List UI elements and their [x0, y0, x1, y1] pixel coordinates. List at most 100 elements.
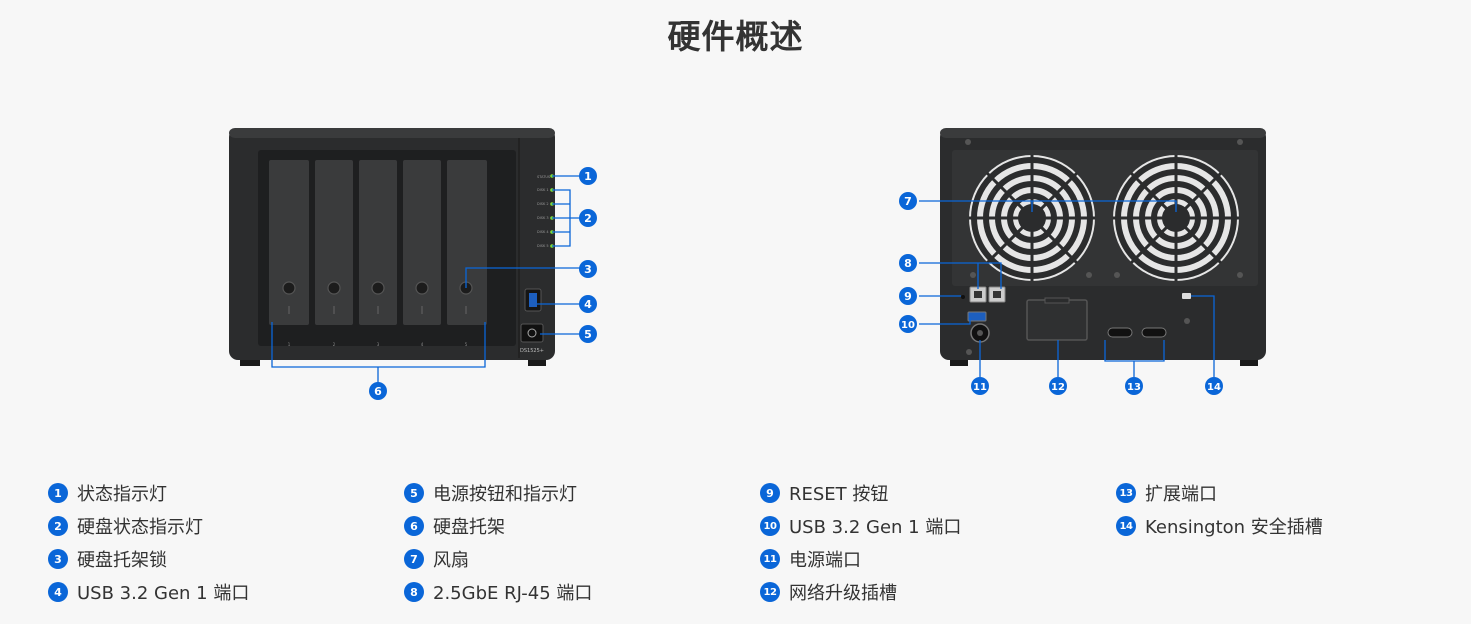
legend-badge: 1 — [48, 483, 68, 503]
expansion-port-1[interactable] — [1107, 327, 1133, 338]
led-label-disk3: DISK 3 — [537, 216, 549, 220]
drive-tray-5[interactable] — [447, 160, 487, 325]
legend-item-2: 2 硬盘状态指示灯 — [48, 515, 404, 538]
drive-tray-4[interactable] — [403, 160, 441, 325]
legend-badge: 2 — [48, 516, 68, 536]
legend-empty — [1116, 548, 1471, 570]
legend-badge: 12 — [760, 582, 780, 602]
tray-lock-1[interactable] — [282, 281, 296, 295]
bay-number-2: 2 — [333, 342, 336, 347]
led-label-disk2: DISK 2 — [537, 202, 549, 206]
svg-text:4: 4 — [584, 298, 592, 311]
legend-label: Kensington 安全插槽 — [1145, 517, 1323, 538]
callout-9: 9 — [899, 287, 917, 305]
legend-label: RESET 按钮 — [789, 484, 889, 505]
svg-text:10: 10 — [901, 320, 915, 331]
callout-13: 13 — [1125, 377, 1143, 395]
legend-item-10: 10 USB 3.2 Gen 1 端口 — [760, 515, 1116, 538]
bay-number-1: 1 — [288, 342, 291, 347]
svg-text:9: 9 — [904, 290, 912, 303]
legend-badge: 6 — [404, 516, 424, 536]
tray-lock-2[interactable] — [327, 281, 341, 295]
legend-item-3: 3 硬盘托架锁 — [48, 548, 404, 571]
fan-1 — [969, 155, 1095, 281]
legend-label: 电源端口 — [789, 550, 861, 571]
legend-label: 风扇 — [433, 550, 469, 571]
callout-8: 8 — [899, 254, 917, 272]
svg-text:1: 1 — [584, 170, 592, 183]
led-label-disk5: DISK 5 — [537, 244, 549, 248]
legend-item-6: 6 硬盘托架 — [404, 515, 760, 538]
svg-text:2: 2 — [584, 212, 592, 225]
legend-item-7: 7 风扇 — [404, 548, 760, 571]
callout-2: 2 — [579, 209, 597, 227]
callout-12: 12 — [1049, 377, 1067, 395]
callout-3: 3 — [579, 260, 597, 278]
svg-text:3: 3 — [584, 263, 592, 276]
legend-label: 硬盘状态指示灯 — [77, 517, 203, 538]
tray-lock-3[interactable] — [371, 281, 385, 295]
network-upgrade-slot[interactable] — [1026, 299, 1088, 341]
bay-number-3: 3 — [377, 342, 380, 347]
drive-tray-1[interactable] — [269, 160, 309, 325]
legend-label: USB 3.2 Gen 1 端口 — [77, 583, 250, 604]
svg-text:12: 12 — [1051, 382, 1065, 393]
led-label-disk4: DISK 4 — [537, 230, 549, 234]
legend-label: 状态指示灯 — [77, 484, 167, 505]
svg-text:14: 14 — [1207, 382, 1221, 393]
legend-item-8: 8 2.5GbE RJ-45 端口 — [404, 581, 760, 604]
drive-tray-3[interactable] — [359, 160, 397, 325]
fan-2 — [1113, 155, 1239, 281]
legend-label: 硬盘托架 — [433, 517, 505, 538]
legend-item-13: 13 扩展端口 — [1116, 482, 1471, 505]
legend-item-5: 5 电源按钮和指示灯 — [404, 482, 760, 505]
legend-badge: 5 — [404, 483, 424, 503]
legend-item-14: 14 Kensington 安全插槽 — [1116, 515, 1471, 538]
drive-tray-2[interactable] — [315, 160, 353, 325]
led-panel: STATUS DISK 1 DISK 2 DISK 3 DISK 4 DISK … — [537, 174, 554, 248]
svg-text:11: 11 — [973, 382, 987, 393]
legend-badge: 4 — [48, 582, 68, 602]
callout-11: 11 — [971, 377, 989, 395]
model-label: DS1525+ — [520, 348, 544, 354]
legend-badge: 13 — [1116, 483, 1136, 503]
legend-badge: 7 — [404, 549, 424, 569]
led-label-disk1: DISK 1 — [537, 188, 549, 192]
reset-button[interactable] — [961, 295, 965, 299]
kensington-slot[interactable] — [1182, 293, 1191, 299]
callout-14: 14 — [1205, 377, 1223, 395]
led-label-status: STATUS — [537, 175, 551, 179]
legend-label: USB 3.2 Gen 1 端口 — [789, 517, 962, 538]
legend-item-12: 12 网络升级插槽 — [760, 581, 1116, 604]
legend-label: 电源按钮和指示灯 — [433, 484, 577, 505]
bay-number-4: 4 — [421, 342, 424, 347]
expansion-port-2[interactable] — [1141, 327, 1167, 338]
legend-item-1: 1 状态指示灯 — [48, 482, 404, 505]
legend-label: 2.5GbE RJ-45 端口 — [433, 583, 593, 604]
front-view: 1 2 3 4 5 STATUS DISK 1 DISK 2 DISK 3 DI… — [229, 128, 555, 366]
legend-label: 网络升级插槽 — [789, 583, 897, 604]
legend-badge: 14 — [1116, 516, 1136, 536]
callout-10: 10 — [899, 315, 917, 333]
power-button[interactable] — [520, 323, 544, 343]
rear-usb-port[interactable] — [967, 311, 987, 322]
svg-text:6: 6 — [374, 385, 382, 398]
svg-text:8: 8 — [904, 257, 912, 270]
legend-label: 扩展端口 — [1145, 484, 1217, 505]
bay-number-5: 5 — [465, 342, 468, 347]
legend-badge: 10 — [760, 516, 780, 536]
legend-badge: 3 — [48, 549, 68, 569]
legend-label: 硬盘托架锁 — [77, 550, 167, 571]
page-title: 硬件概述 — [667, 17, 804, 56]
back-view — [940, 128, 1266, 366]
callout-6: 6 — [369, 382, 387, 400]
legend-empty — [1116, 581, 1471, 603]
legend-badge: 11 — [760, 549, 780, 569]
callout-1: 1 — [579, 167, 597, 185]
hardware-diagram: 1 2 3 4 5 STATUS DISK 1 DISK 2 DISK 3 DI… — [229, 128, 1266, 400]
tray-lock-4[interactable] — [415, 281, 429, 295]
legend-badge: 8 — [404, 582, 424, 602]
legend-item-4: 4 USB 3.2 Gen 1 端口 — [48, 581, 404, 604]
